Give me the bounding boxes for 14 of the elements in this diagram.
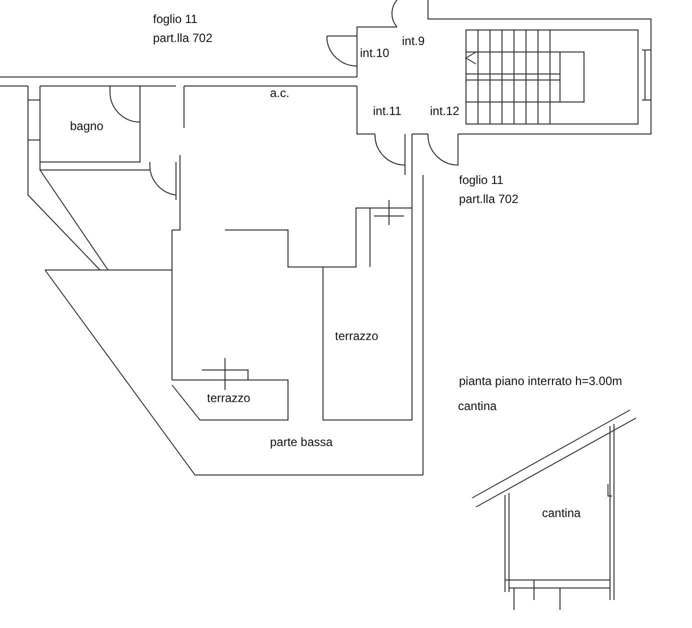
room-label: int.10 (360, 45, 390, 62)
room-label: int.11 (373, 103, 402, 120)
room-label: parte bassa (270, 434, 333, 451)
room-label: bagno (70, 118, 104, 135)
room-label: cantina (458, 398, 497, 415)
room-label: a.c. (270, 85, 290, 102)
parcel-note: foglio 11 part.lla 702 (153, 11, 214, 47)
room-label: pianta piano interrato h=3.00m (459, 373, 622, 390)
room-label: int.12 (430, 103, 460, 120)
room-label: terrazzo (335, 328, 378, 345)
room-label: int.9 (402, 33, 425, 50)
room-label: terrazzo (207, 390, 250, 407)
room-label: cantina (542, 505, 581, 522)
parcel-note: foglio 11 part.lla 702 (459, 172, 520, 208)
